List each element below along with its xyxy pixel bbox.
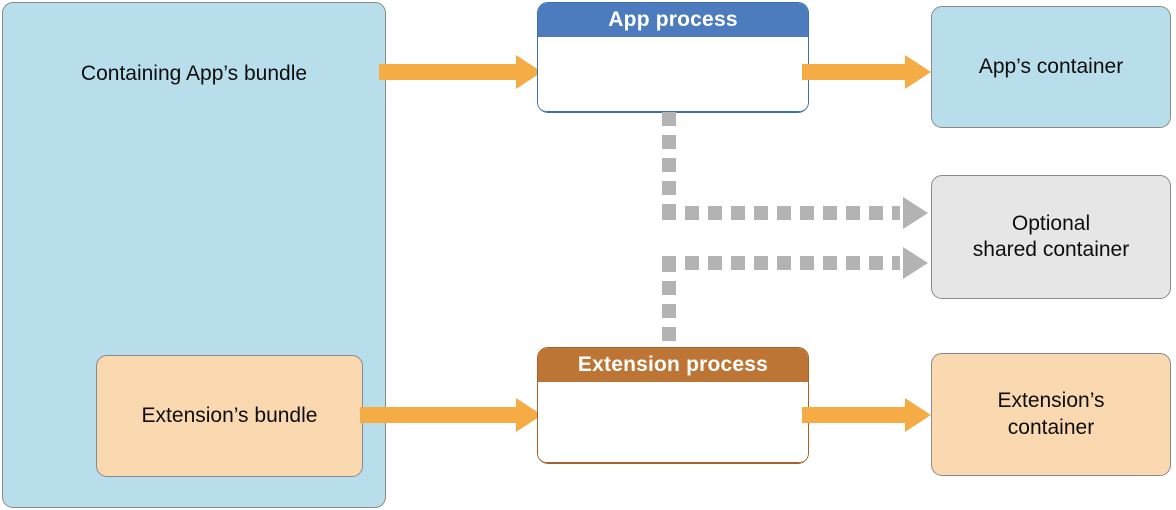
app-process-body (538, 37, 808, 112)
dashed-segment-extension-process-right (662, 256, 900, 270)
node-extension-bundle: Extension’s bundle (96, 355, 363, 477)
extension-process-header: Extension process (538, 348, 808, 382)
node-app-container: App’s container (931, 6, 1171, 128)
node-extension-container: Extension’s container (931, 353, 1171, 476)
node-shared-container: Optional shared container (931, 175, 1171, 299)
extension-process-body (538, 382, 808, 463)
dashed-segment-app-process-down (662, 112, 676, 220)
arrow-shaft (360, 407, 516, 423)
arrow-head-icon (905, 398, 931, 432)
node-app-process: App process (537, 2, 809, 113)
shared-container-label: Optional shared container (972, 211, 1130, 261)
extension-container-label: Extension’s container (997, 389, 1105, 439)
arrow-containing-app-bundle-to-app-process (379, 55, 542, 89)
dashed-arrow-head-icon-lower (903, 247, 928, 279)
dashed-segment-app-process-right (662, 206, 900, 220)
dashed-arrow-head-icon-upper (903, 197, 928, 229)
app-container-label: App’s container (978, 54, 1124, 78)
arrow-shaft (379, 64, 516, 80)
extension-bundle-label: Extension’s bundle (141, 403, 318, 427)
arrow-extension-process-to-extension-container (802, 398, 931, 432)
app-process-header: App process (538, 3, 808, 37)
arrow-extension-bundle-to-extension-process (360, 398, 542, 432)
arrow-head-icon (905, 55, 931, 89)
arrow-app-process-to-app-container (802, 55, 931, 89)
arrow-shaft (802, 64, 905, 80)
containing-app-bundle-label: Containing App’s bundle (80, 62, 308, 85)
arrow-shaft (802, 407, 905, 423)
node-extension-process: Extension process (537, 347, 809, 464)
dashed-segment-extension-process-up (662, 258, 676, 350)
